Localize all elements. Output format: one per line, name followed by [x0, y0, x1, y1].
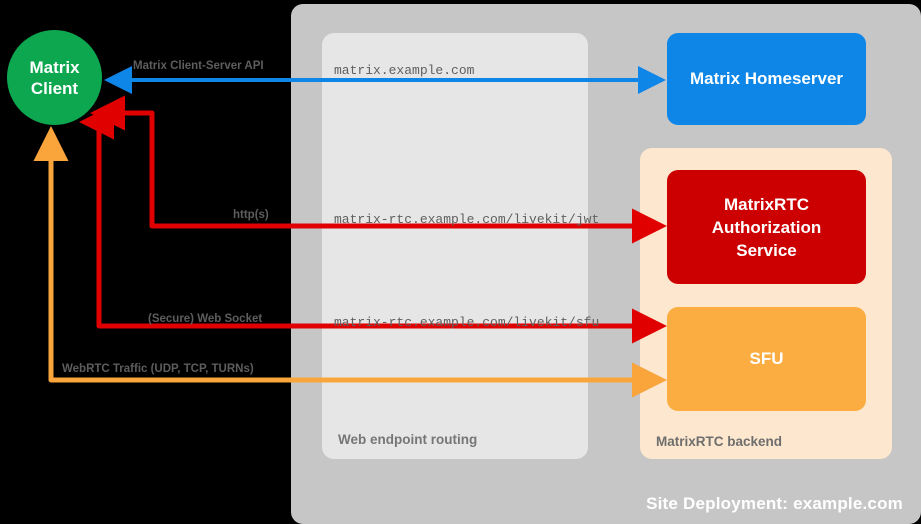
wire-webrtc-media [33, 126, 667, 398]
connection-label-webrtc-traffic: WebRTC Traffic (UDP, TCP, TURNs) [62, 363, 254, 375]
matrix-homeserver-label: Matrix Homeserver [689, 69, 844, 88]
sfu-label: SFU [749, 349, 784, 368]
endpoint-url-jwt: matrix-rtc.example.com/livekit/jwt [334, 212, 600, 227]
node-matrix-homeserver[interactable]: Matrix Homeserver [667, 33, 866, 125]
wire-jwt-http [90, 95, 667, 244]
matrix-client-line1: Matrix [29, 57, 80, 77]
endpoint-url-sfu: matrix-rtc.example.com/livekit/sfu [334, 315, 600, 330]
matrix-client-line2: Client [30, 78, 79, 98]
auth-service-line2: Authorization [711, 217, 822, 237]
web-endpoint-routing-label: Web endpoint routing [338, 432, 478, 447]
connection-label-http: http(s) [233, 209, 269, 221]
connection-label-client-server-api: Matrix Client-Server API [133, 60, 264, 72]
node-matrix-client[interactable]: Matrix Client [7, 30, 102, 125]
endpoint-url-homeserver: matrix.example.com [334, 63, 475, 78]
site-deployment-label: Site Deployment: example.com [646, 494, 903, 513]
matrixrtc-backend-label: MatrixRTC backend [656, 434, 783, 449]
node-sfu[interactable]: SFU [667, 307, 866, 411]
node-matrixrtc-authorization-service[interactable]: MatrixRTC Authorization Service [667, 170, 866, 284]
auth-service-line1: MatrixRTC [723, 194, 809, 214]
connection-label-web-socket: (Secure) Web Socket [148, 313, 263, 325]
auth-service-line3: Service [736, 240, 797, 260]
